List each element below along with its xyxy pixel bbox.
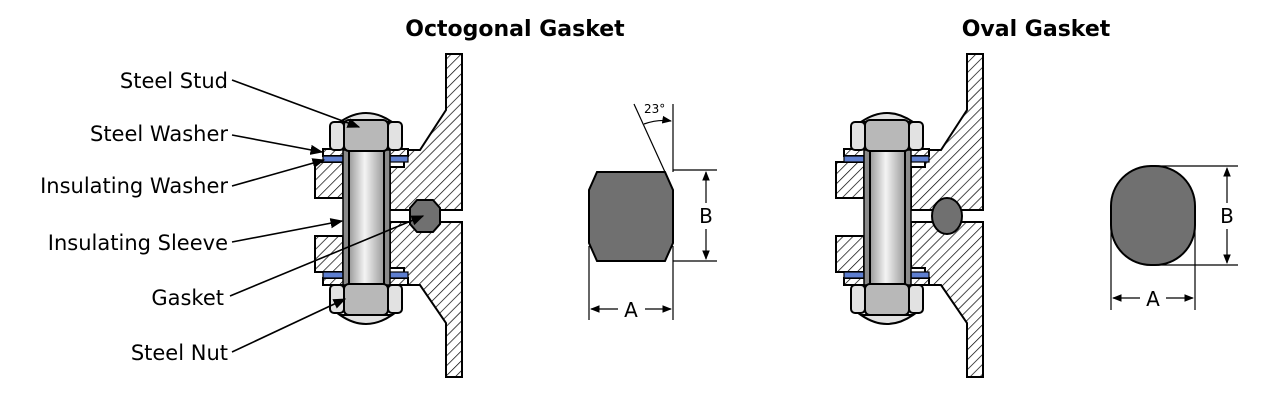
label-steel-stud: Steel Stud [120,69,228,93]
insulating-washer-bottom-left [322,271,344,279]
insulating-washer-bottom-right-oval [910,271,930,279]
steel-nut-bottom-left-face-oval [850,284,866,314]
flange-stub-lower-left-oval [835,235,865,273]
title-octagonal: Octogonal Gasket [405,17,625,42]
lower-flange-oval [910,221,984,378]
steel-nut-bottom-right-face [387,284,403,314]
insulating-washer-top-right-oval [910,155,930,163]
steel-nut-bottom-right-face-oval [908,284,924,314]
upper-flange-oval [910,53,984,211]
steel-nut-top-right-face [387,121,403,151]
gasket-oval-small [931,197,963,235]
flange-stub-upper-left-oval [835,161,865,199]
label-insulating-washer: Insulating Washer [40,174,228,198]
angle-arc [643,115,672,125]
insulating-washer-top-left-oval [843,155,865,163]
angle-label: 23° [644,102,665,116]
oval-gasket-shape [1110,165,1196,266]
steel-nut-bottom [343,283,389,316]
leader-gasket [229,215,425,297]
insulating-washer-top-left [322,155,344,163]
octagonal-gasket-shape [588,171,674,262]
gasket-octagonal-small [409,199,441,233]
insulating-washer-bottom-right [389,271,409,279]
steel-stud-bottom-dome [336,314,396,325]
steel-stud-shaft [348,137,385,297]
steel-nut-top-oval [864,119,910,152]
label-steel-washer: Steel Washer [90,122,228,146]
title-oval: Oval Gasket [962,17,1111,42]
label-insulating-sleeve: Insulating Sleeve [48,231,228,255]
steel-nut-bottom-left-face [329,284,345,314]
dimension-a-octagonal: A [624,298,638,322]
steel-nut-top-left-face [329,121,345,151]
leader-insulating-washer [231,158,326,187]
labels-group: Steel Stud Steel Washer Insulating Washe… [40,69,425,365]
angle-ref-slant [633,103,666,173]
flange-stub-lower-left [314,235,344,273]
steel-stud-bottom-dome-oval [857,314,917,325]
dimension-b-octagonal: B [699,204,713,228]
upper-flange [389,53,463,211]
steel-stud-shaft-oval [869,137,906,297]
steel-nut-top-left-face-oval [850,121,866,151]
label-steel-nut: Steel Nut [131,341,228,365]
dimension-b-oval: B [1220,204,1234,228]
leader-steel-stud [231,79,361,128]
insulating-washer-bottom-left-oval [843,271,865,279]
octagonal-flange-assembly [314,53,463,378]
oval-gasket-detail: B A [1110,165,1238,311]
octagonal-gasket-detail: 23° B A [588,102,717,322]
oval-flange-assembly [835,53,984,378]
steel-nut-bottom-oval [864,283,910,316]
leader-steel-nut [231,298,347,353]
steel-nut-top-right-face-oval [908,121,924,151]
dimension-a-oval: A [1146,287,1160,311]
insulating-washer-top-right [389,155,409,163]
label-gasket: Gasket [151,286,224,310]
leader-insulating-sleeve [231,218,344,243]
flange-stub-upper-left [314,161,344,199]
leader-steel-washer [231,134,324,155]
lower-flange [389,221,463,378]
